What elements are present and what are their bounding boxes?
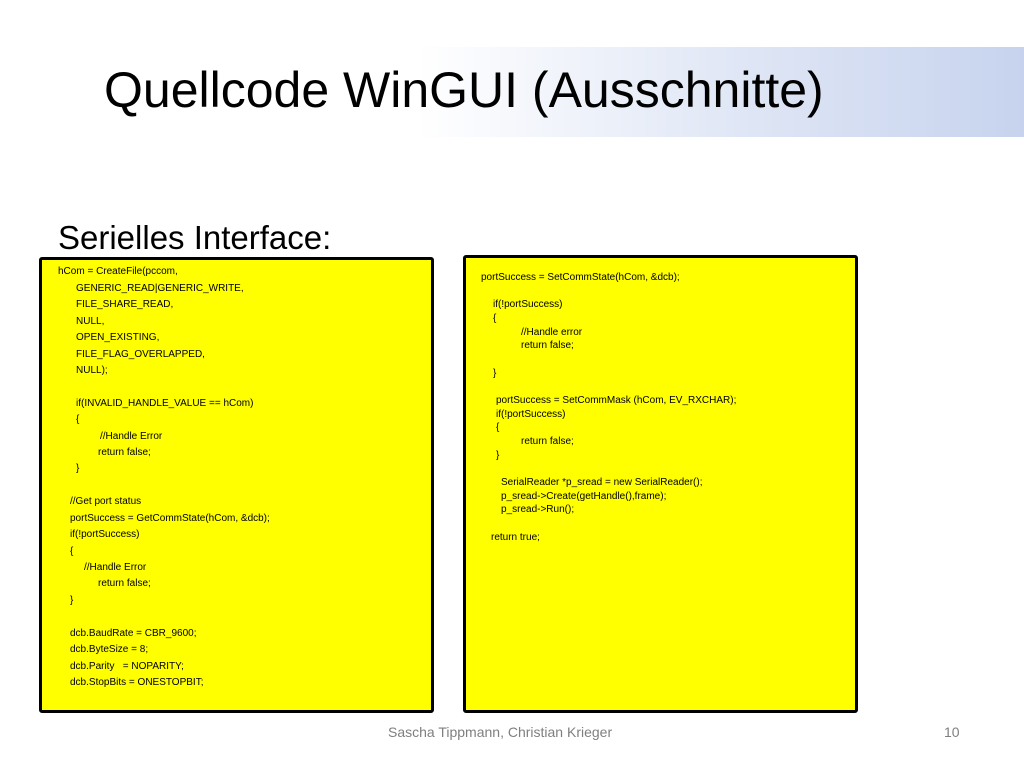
code-line: p_sread->Run(); bbox=[501, 504, 575, 515]
code-line: SerialReader *p_sread = new SerialReader… bbox=[501, 477, 703, 488]
code-line: //Handle Error bbox=[84, 562, 147, 573]
code-line: } bbox=[70, 595, 74, 606]
code-line: //Handle error bbox=[521, 327, 583, 338]
code-line: if(!portSuccess) bbox=[493, 299, 563, 310]
code-line: { bbox=[493, 313, 497, 324]
code-line: portSuccess = SetCommMask (hCom, EV_RXCH… bbox=[496, 395, 737, 406]
code-line: OPEN_EXISTING, bbox=[76, 332, 160, 343]
code-line: { bbox=[70, 546, 74, 557]
code-line: return false; bbox=[521, 436, 574, 447]
page-number: 10 bbox=[944, 724, 960, 740]
code-line: dcb.ByteSize = 8; bbox=[70, 644, 149, 655]
code-line: FILE_SHARE_READ, bbox=[76, 299, 174, 310]
code-line: //Get port status bbox=[70, 496, 142, 507]
code-line: { bbox=[496, 422, 500, 433]
code-line: NULL, bbox=[76, 316, 105, 327]
code-line: { bbox=[76, 414, 80, 425]
code-line: hCom = CreateFile(pccom, bbox=[58, 266, 178, 277]
title-background-gradient bbox=[90, 47, 1024, 137]
code-line: } bbox=[496, 450, 500, 461]
code-line: } bbox=[76, 463, 80, 474]
code-box-right: portSuccess = SetCommState(hCom, &dcb); … bbox=[463, 255, 858, 713]
code-line: dcb.Parity = NOPARITY; bbox=[70, 661, 184, 672]
code-line: return false; bbox=[98, 578, 151, 589]
code-line: return true; bbox=[491, 532, 540, 543]
code-line: if(!portSuccess) bbox=[70, 529, 140, 540]
code-line: portSuccess = SetCommState(hCom, &dcb); bbox=[481, 272, 680, 283]
code-line: dcb.StopBits = ONESTOPBIT; bbox=[70, 677, 204, 688]
code-line: portSuccess = GetCommState(hCom, &dcb); bbox=[70, 513, 270, 524]
code-line: dcb.BaudRate = CBR_9600; bbox=[70, 628, 197, 639]
code-line: //Handle Error bbox=[100, 431, 163, 442]
code-line: FILE_FLAG_OVERLAPPED, bbox=[76, 349, 205, 360]
code-line: } bbox=[493, 368, 497, 379]
code-line: GENERIC_READ|GENERIC_WRITE, bbox=[76, 283, 244, 294]
code-line: NULL); bbox=[76, 365, 108, 376]
slide-subtitle: Serielles Interface: bbox=[58, 219, 332, 256]
code-line: return false; bbox=[521, 340, 574, 351]
code-line: if(INVALID_HANDLE_VALUE == hCom) bbox=[76, 398, 254, 409]
code-line: if(!portSuccess) bbox=[496, 409, 566, 420]
code-box-left: hCom = CreateFile(pccom, GENERIC_READ|GE… bbox=[39, 257, 434, 713]
footer-author: Sascha Tippmann, Christian Krieger bbox=[388, 724, 613, 740]
slide-title: Quellcode WinGUI (Ausschnitte) bbox=[104, 62, 824, 118]
code-line: return false; bbox=[98, 447, 151, 458]
code-line: p_sread->Create(getHandle(),frame); bbox=[501, 491, 667, 502]
